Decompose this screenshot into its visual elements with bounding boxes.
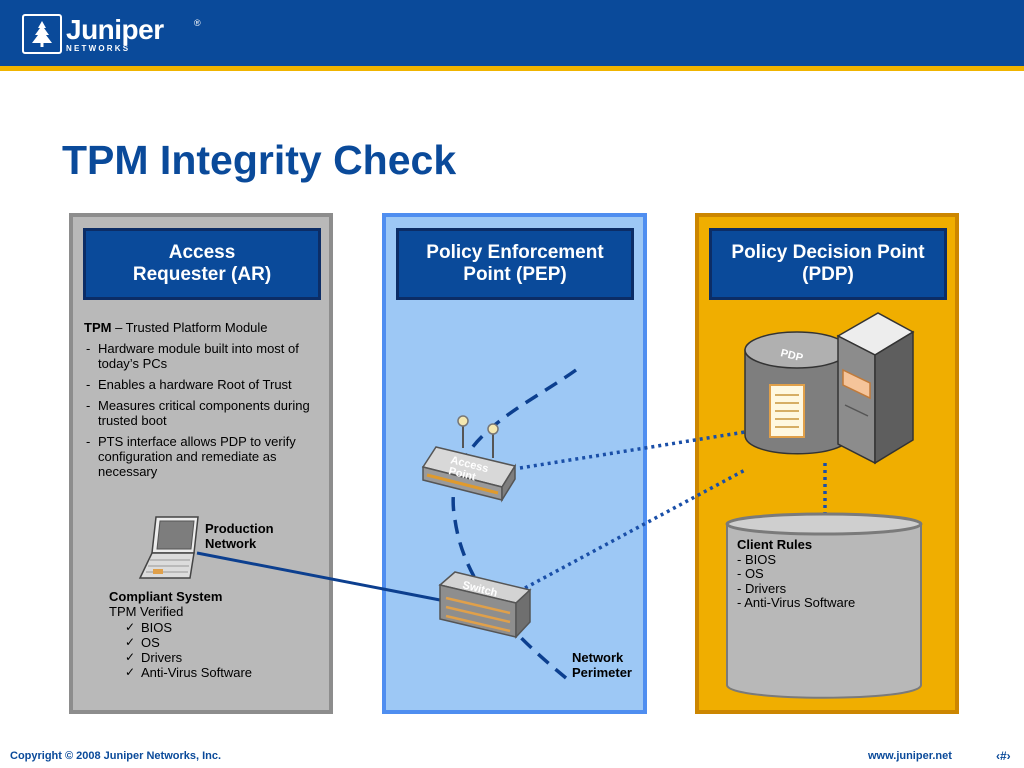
client-rules-database-icon: [725, 512, 923, 699]
compliant-item: BIOS: [125, 620, 252, 636]
pep-header-line1: Policy Enforcement: [426, 242, 604, 263]
access-point-icon: Access Point: [421, 415, 517, 503]
tpm-item: Measures critical components during trus…: [84, 398, 320, 428]
pdp-header-line1: Policy Decision Point: [731, 242, 925, 263]
laptop-switch-link: [196, 551, 441, 602]
pep-header: Policy Enforcement Point (PEP): [396, 228, 634, 300]
compliant-item: Anti-Virus Software: [125, 665, 252, 681]
production-network-label: Production Network: [205, 521, 274, 551]
pdp-device-label: PDP: [779, 347, 804, 364]
client-rule-item: - OS: [737, 566, 764, 582]
tpm-list: Hardware module built into most of today…: [84, 341, 320, 479]
network-perimeter-label: Network Perimeter: [572, 650, 632, 680]
pdp-cylinder-icon: PDP: [744, 331, 851, 455]
pdp-header-line2: (PDP): [802, 264, 854, 285]
tpm-definition: – Trusted Platform Module: [111, 320, 268, 335]
pep-header-line2: Point (PEP): [463, 264, 567, 285]
compliant-item: OS: [125, 635, 252, 651]
access-requester-header: Access Requester (AR): [83, 228, 321, 300]
logo-subtitle: NETWORKS: [66, 43, 131, 53]
network-perimeter-line1: Network: [572, 650, 624, 665]
production-network-line1: Production: [205, 521, 274, 536]
compliant-title: Compliant System: [109, 589, 223, 604]
tpm-item: PTS interface allows PDP to verify confi…: [84, 434, 320, 479]
juniper-tree-icon: [22, 14, 62, 54]
pdp-server-icon: [836, 312, 915, 465]
registered-mark: ®: [194, 18, 201, 28]
tpm-title: TPM – Trusted Platform Module: [84, 320, 320, 335]
slide-number: ‹#›: [996, 749, 1011, 763]
tpm-item: Enables a hardware Root of Trust: [84, 377, 320, 392]
client-rule-item: - Drivers: [737, 580, 787, 596]
switch-icon: Switch: [438, 571, 532, 639]
network-perimeter-line2: Perimeter: [572, 665, 632, 680]
footer-url[interactable]: www.juniper.net: [868, 750, 952, 762]
client-rule-item: - BIOS: [737, 551, 777, 567]
compliant-item: Drivers: [125, 650, 252, 666]
juniper-logo: Juniper NETWORKS ®: [22, 13, 201, 54]
ar-header-line2: Requester (AR): [132, 264, 272, 285]
header-stripe: [0, 66, 1024, 71]
ar-header-line1: Access: [168, 242, 236, 263]
compliant-subtitle: TPM Verified: [109, 604, 184, 620]
footer-copyright: Copyright © 2008 Juniper Networks, Inc.: [10, 750, 222, 762]
tpm-item: Hardware module built into most of today…: [84, 341, 320, 371]
page-title: TPM Integrity Check: [62, 137, 457, 183]
tpm-term: TPM: [84, 320, 112, 335]
client-rule-item: - Anti-Virus Software: [737, 595, 856, 611]
laptop-icon: [138, 516, 199, 579]
production-network-line2: Network: [205, 536, 257, 551]
client-rules: Client Rules - BIOS - OS - Drivers - Ant…: [737, 537, 856, 611]
pdp-header: Policy Decision Point (PDP): [709, 228, 947, 300]
access-point-pdp-link: [519, 430, 746, 470]
client-rules-title: Client Rules: [737, 537, 813, 552]
compliant-system: Compliant System TPM Verified BIOS OS Dr…: [109, 589, 252, 681]
switch-pdp-link: [524, 468, 746, 590]
compliant-list: BIOS OS Drivers Anti-Virus Software: [125, 620, 252, 681]
header-bar: Juniper NETWORKS ®: [0, 0, 1024, 66]
logo-wordmark: Juniper: [66, 13, 164, 45]
tpm-description: TPM – Trusted Platform Module Hardware m…: [84, 320, 320, 485]
